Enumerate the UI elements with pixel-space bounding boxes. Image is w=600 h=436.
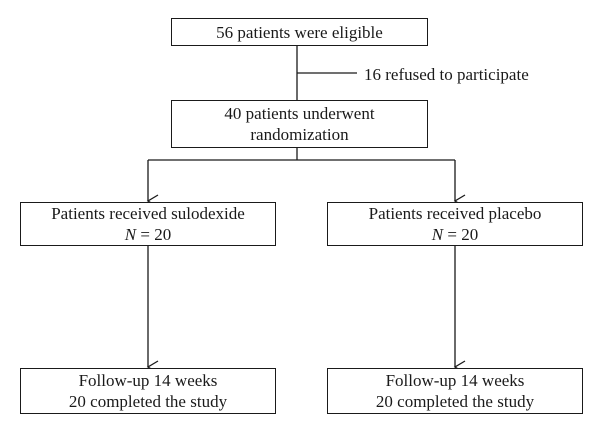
sulodexide-followup-box: Follow-up 14 weeks 20 completed the stud… [20, 368, 276, 414]
sulodexide-followup-completed: 20 completed the study [68, 392, 228, 411]
randomization-box: 40 patients underwent randomization [171, 100, 428, 148]
placebo-arm-count: N = 20 [432, 224, 478, 245]
randomization-line-2: randomization [250, 125, 349, 144]
sulodexide-arm-label: Patients received sulodexide [51, 204, 245, 223]
sulodexide-followup-duration: Follow-up 14 weeks [78, 371, 218, 390]
refused-note: 16 refused to participate [364, 65, 529, 84]
sulodexide-arm-count: N = 20 [125, 224, 171, 245]
placebo-followup-completed: 20 completed the study [375, 392, 535, 411]
eligible-box: 56 patients were eligible [171, 18, 428, 46]
randomization-line-1: 40 patients underwent [224, 104, 375, 123]
placebo-followup-box: Follow-up 14 weeks 20 completed the stud… [327, 368, 583, 414]
placebo-arm-label: Patients received placebo [368, 204, 542, 223]
sulodexide-arm-box: Patients received sulodexide N = 20 [20, 202, 276, 246]
placebo-n-value: = 20 [443, 225, 479, 244]
placebo-followup-duration: Follow-up 14 weeks [385, 371, 525, 390]
sulodexide-n-symbol: N [124, 225, 137, 244]
sulodexide-n-value: = 20 [136, 225, 172, 244]
eligible-text: 56 patients were eligible [216, 22, 383, 42]
placebo-n-symbol: N [431, 225, 444, 244]
placebo-arm-box: Patients received placebo N = 20 [327, 202, 583, 246]
